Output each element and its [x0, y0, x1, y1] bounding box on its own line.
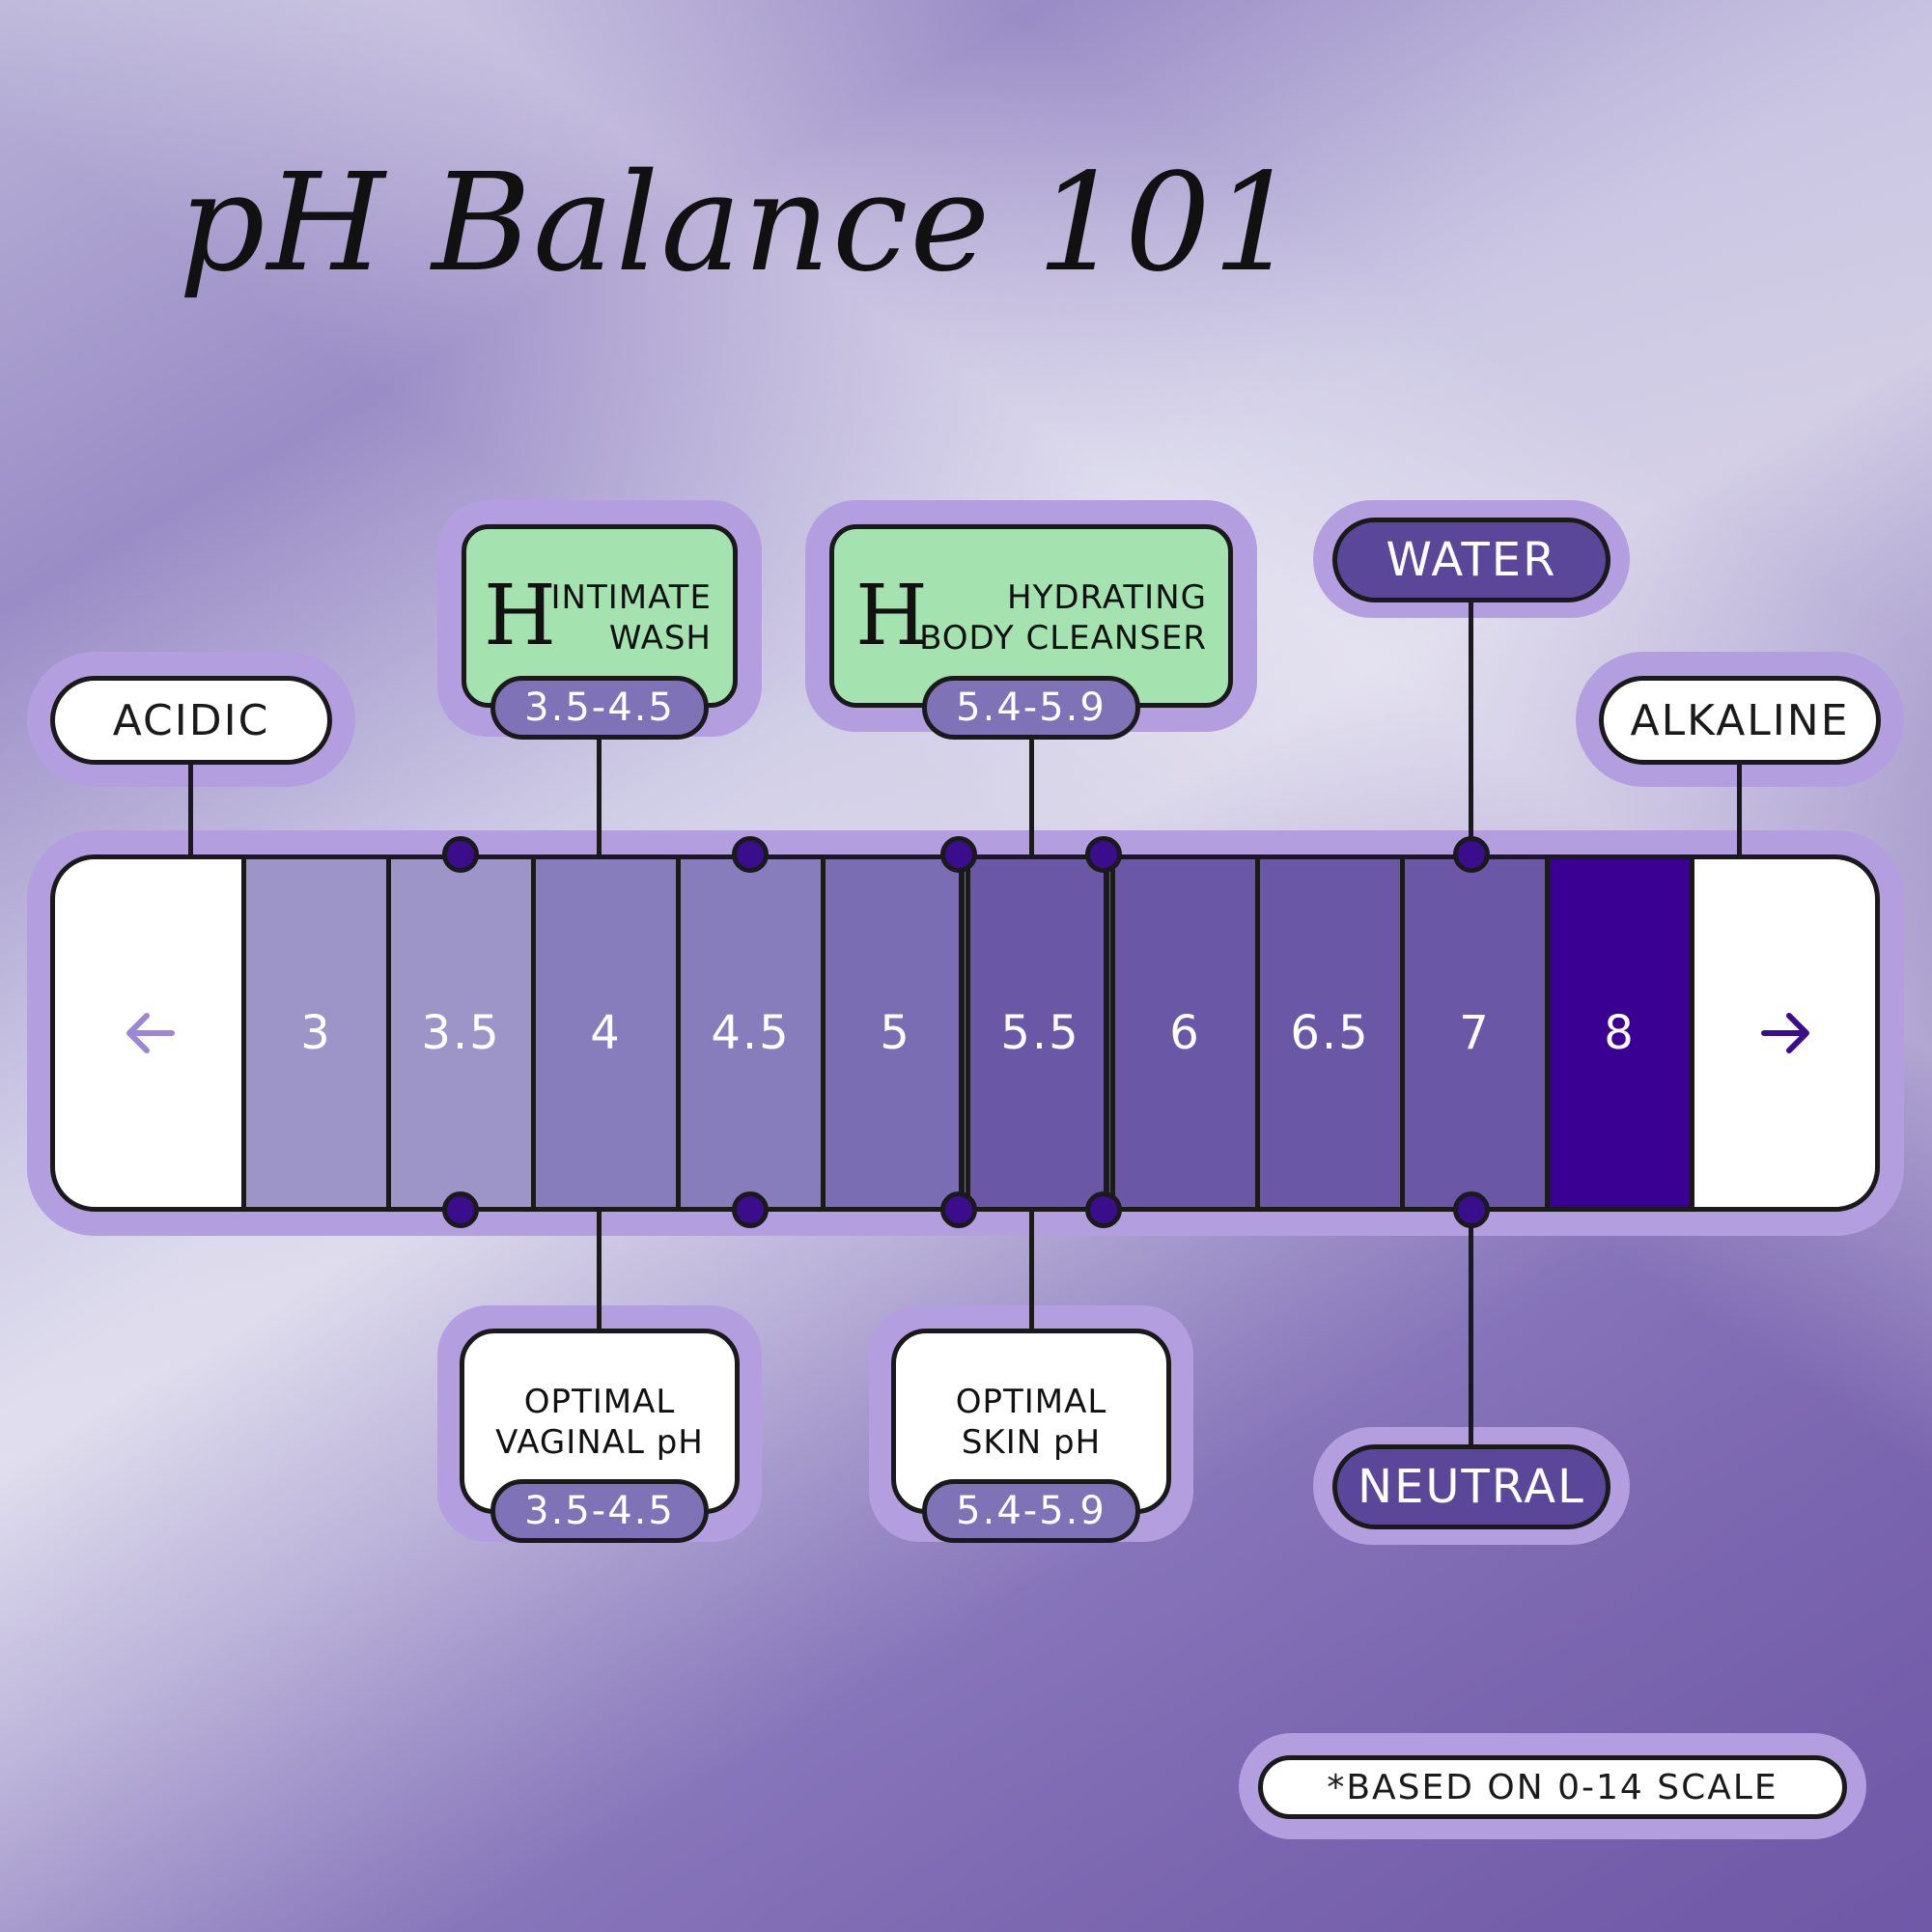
ph-value: 3 — [300, 1006, 332, 1060]
optimal-vaginal-ph-range: 3.5-4.5 — [490, 1479, 709, 1543]
product-name-line1: INTIMATE — [550, 578, 712, 617]
neutral-connector — [1469, 1209, 1473, 1450]
product-name-line2: BODY CLEANSER — [919, 619, 1207, 658]
intimate-wash-connector — [597, 736, 602, 857]
marker-dot-top-3-5 — [442, 836, 479, 873]
ph-value: 5.5 — [1000, 1006, 1080, 1060]
ph-value: 7 — [1459, 1006, 1491, 1060]
alkaline-connector — [1737, 763, 1742, 857]
ph-value: 6.5 — [1290, 1006, 1370, 1060]
acidic-connector — [188, 763, 193, 857]
optimal-vaginal-ph-text: OPTIMAL VAGINAL pH — [464, 1382, 735, 1463]
alkaline-label: ALKALINE — [1599, 676, 1881, 765]
brand-h-logo: H — [484, 568, 556, 664]
ph-value: 5 — [880, 1006, 911, 1060]
intimate-wash-name: INTIMATE WASH — [551, 577, 712, 658]
range-border-left — [959, 854, 965, 1212]
ph-value: 3.5 — [421, 1006, 501, 1060]
ph-cell-6: 6 — [1110, 859, 1255, 1207]
water-connector — [1469, 601, 1473, 857]
marker-dot-top-7 — [1453, 836, 1490, 873]
skin-ph-connector — [1029, 1209, 1034, 1330]
body-cleanser-connector — [1029, 736, 1034, 857]
product-name-line1: HYDRATING — [1007, 578, 1207, 617]
marker-dot-bottom-7 — [1453, 1191, 1490, 1228]
water-label: WATER — [1332, 518, 1610, 602]
marker-dot-top-5-9 — [1085, 836, 1122, 873]
product-name-line2: WASH — [608, 619, 712, 658]
marker-dot-top-5-4 — [940, 836, 977, 873]
brand-h-logo: H — [855, 568, 928, 664]
optimal-line1: OPTIMAL — [523, 1383, 676, 1421]
ph-cell-4: 4 — [531, 859, 676, 1207]
ph-value: 8 — [1604, 1006, 1636, 1060]
ph-cell-8: 8 — [1545, 859, 1690, 1207]
optimal-skin-ph-range: 5.4-5.9 — [922, 1479, 1140, 1543]
range-border-right — [1104, 854, 1109, 1212]
ph-value: 6 — [1169, 1006, 1201, 1060]
ph-value: 4.5 — [711, 1006, 791, 1060]
marker-dot-bottom-5-4 — [940, 1191, 977, 1228]
marker-dot-bottom-5-9 — [1085, 1191, 1122, 1228]
ph-cell-6-5: 6.5 — [1255, 859, 1400, 1207]
ph-cell-3-5: 3.5 — [386, 859, 531, 1207]
marker-dot-top-4-5 — [732, 836, 769, 873]
vaginal-ph-connector — [597, 1209, 602, 1330]
body-cleanser-name: HYDRATING BODY CLEANSER — [919, 577, 1207, 658]
body-cleanser-range: 5.4-5.9 — [922, 676, 1140, 740]
ph-cell-5-5: 5.5 — [966, 859, 1110, 1207]
neutral-label: NEUTRAL — [1332, 1444, 1610, 1529]
acidic-label: ACIDIC — [50, 676, 332, 765]
ph-cell-3: 3 — [241, 859, 386, 1207]
page-title: pH Balance 101 — [179, 145, 1301, 302]
ph-value: 4 — [590, 1006, 622, 1060]
marker-dot-bottom-4-5 — [732, 1191, 769, 1228]
arrow-left-icon — [55, 859, 241, 1207]
ph-cell-7: 7 — [1400, 859, 1545, 1207]
scale-footnote: *BASED ON 0-14 SCALE — [1258, 1755, 1847, 1819]
optimal-line2: SKIN pH — [961, 1423, 1102, 1462]
optimal-line1: OPTIMAL — [955, 1383, 1107, 1421]
arrow-right-icon — [1690, 859, 1875, 1207]
ph-cell-4-5: 4.5 — [676, 859, 821, 1207]
ph-cell-5: 5 — [821, 859, 966, 1207]
optimal-skin-ph-text: OPTIMAL SKIN pH — [896, 1382, 1166, 1463]
ph-scale-bar: 3 3.5 4 4.5 5 5.5 6 6.5 7 8 — [50, 854, 1880, 1212]
optimal-line2: VAGINAL pH — [495, 1423, 704, 1462]
intimate-wash-range: 3.5-4.5 — [490, 676, 709, 740]
marker-dot-bottom-3-5 — [442, 1191, 479, 1228]
